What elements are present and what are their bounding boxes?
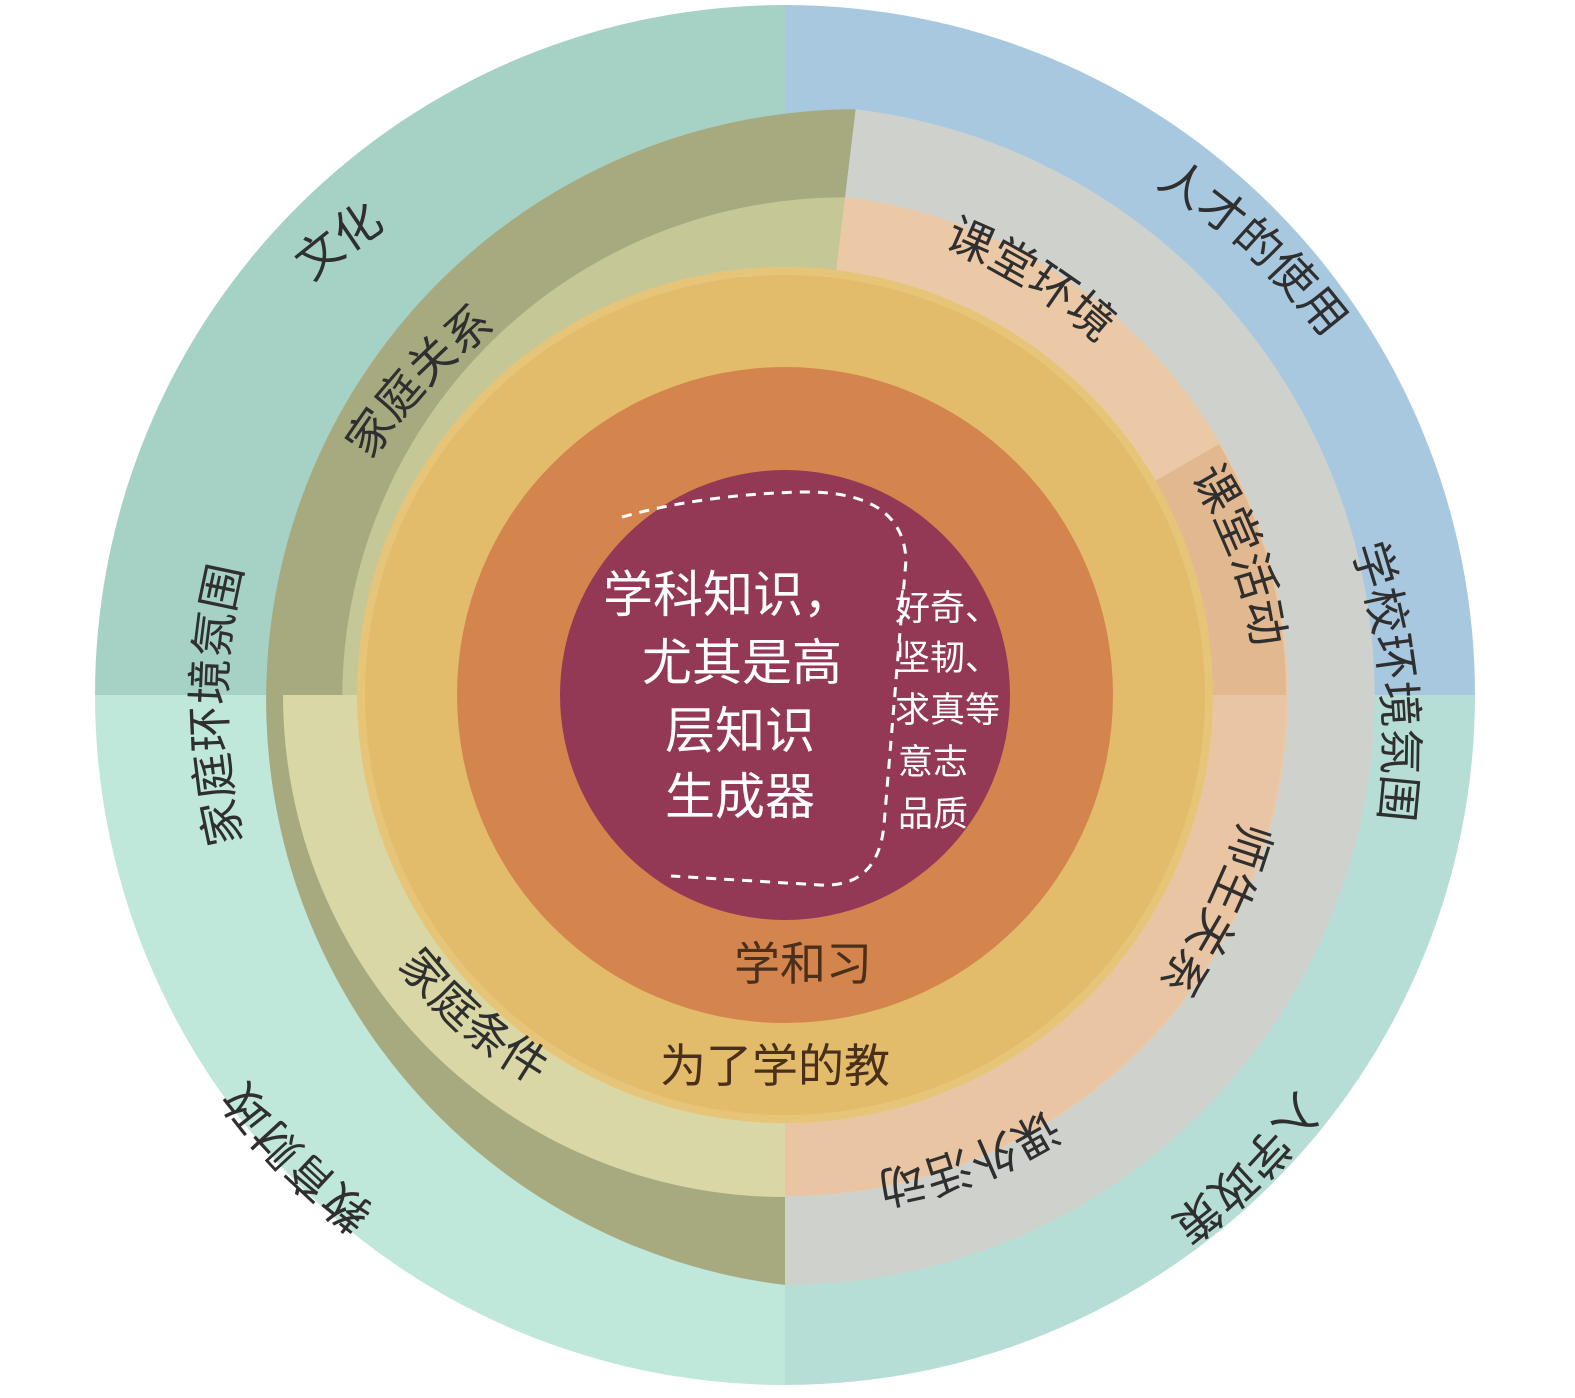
core-main-line: 层知识	[665, 702, 815, 760]
core-main-text: 学科知识， 尤其是高 层知识 生成器	[603, 566, 853, 826]
label-teaching-for-learning: 为了学的教	[660, 1039, 890, 1093]
core-side-line: 意志	[898, 743, 968, 783]
core-dashed-divider	[621, 490, 908, 887]
core-side-line: 坚韧、	[895, 639, 1000, 679]
core-side-text: 好奇、 坚韧、 求真等 意志 品质	[895, 589, 1000, 835]
core-main-line: 学科知识，	[603, 566, 853, 624]
core-side-line: 品质	[898, 795, 968, 835]
label-learning-and-practice: 学和习	[734, 937, 872, 991]
core-main-line: 生成器	[665, 768, 815, 826]
core-circle	[560, 470, 1010, 920]
core-side-line: 好奇、	[895, 589, 1000, 629]
core-side-line: 求真等	[895, 691, 1000, 731]
core-main-line: 尤其是高	[642, 634, 842, 692]
